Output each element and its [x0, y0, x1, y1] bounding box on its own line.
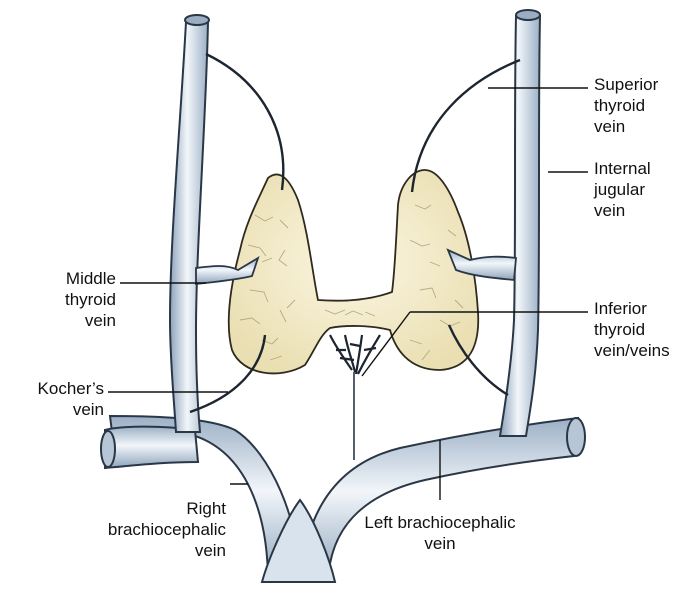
label-internal-jugular-vein: Internal jugular vein — [594, 159, 651, 220]
label-middle-thyroid-vein: Middle thyroid vein — [64, 269, 116, 330]
superior-thyroid-veins — [205, 52, 521, 193]
right-internal-jugular-vein — [168, 14, 210, 433]
middle-thyroid-veins — [195, 248, 517, 286]
label-kochers-vein: Kocher’s vein — [37, 379, 104, 419]
left-brachiocephalic-vein — [298, 416, 586, 583]
inferior-thyroid-veins — [329, 324, 509, 460]
label-left-brachiocephalic-vein: Left brachiocephalic vein — [364, 513, 516, 553]
leader-lines — [108, 87, 588, 500]
label-inferior-thyroid-vein: Inferior thyroid vein/veins — [594, 299, 670, 360]
label-right-brachiocephalic-vein: Right brachiocephalic vein — [107, 499, 226, 560]
label-superior-thyroid-vein: Superior thyroid vein — [594, 75, 659, 136]
kochers-vein — [189, 334, 267, 414]
left-internal-jugular-vein — [498, 9, 542, 437]
thyroid-gland — [227, 169, 480, 375]
svc-base — [260, 498, 337, 583]
